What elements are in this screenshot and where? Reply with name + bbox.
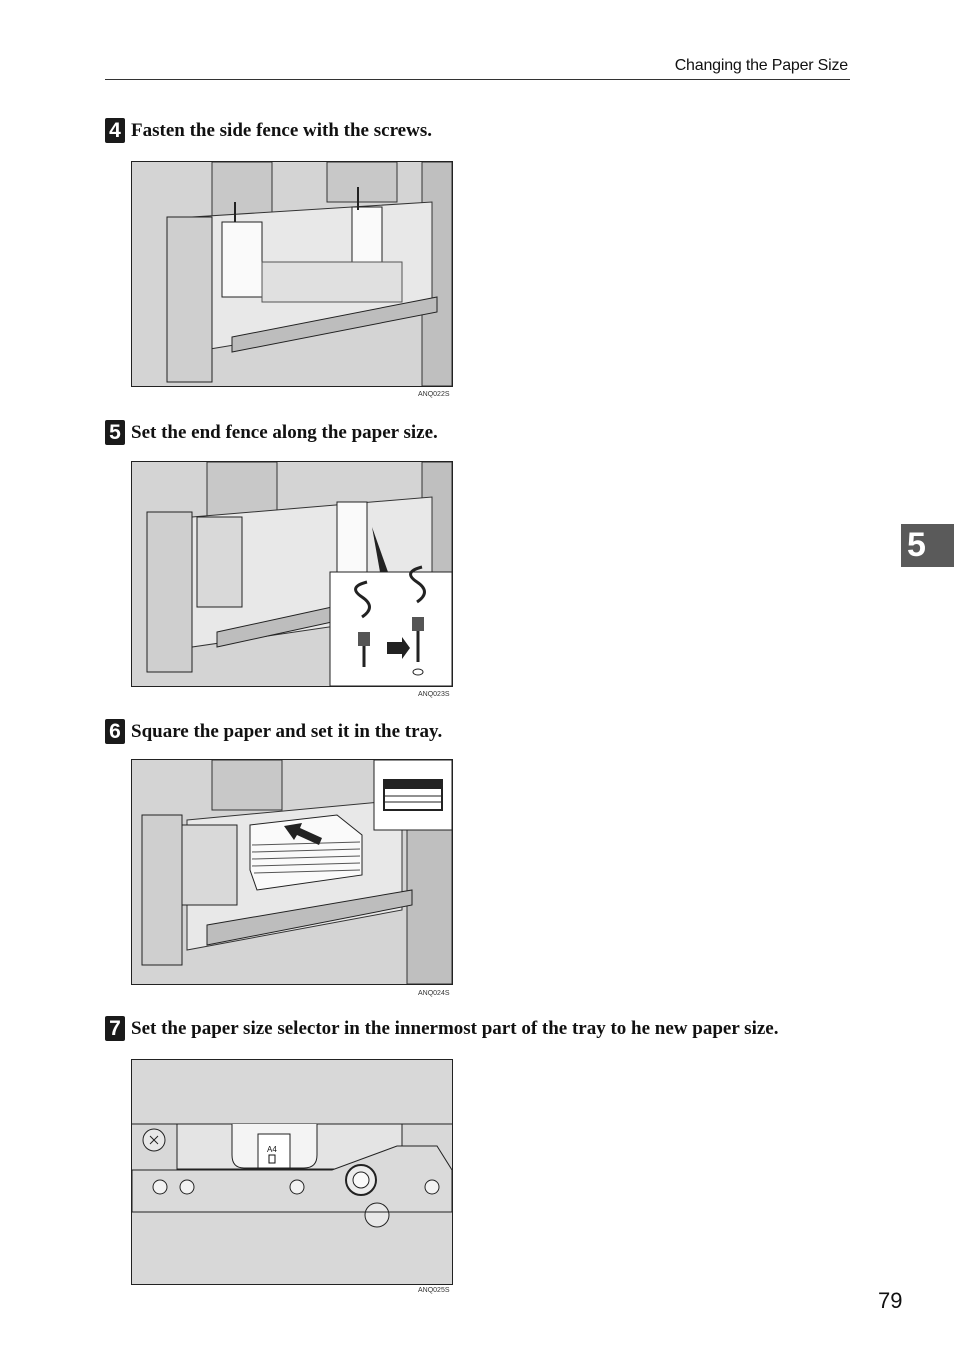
step-number: 6	[105, 719, 125, 744]
page-number: 79	[878, 1288, 903, 1313]
figure-code: ANQ023S	[418, 691, 450, 698]
chapter-tab: 5	[901, 524, 954, 567]
step-5: 5 Set the end fence along the paper size…	[105, 420, 438, 445]
step-instruction: Set the paper size selector in the inner…	[131, 1017, 779, 1039]
step-number: 7	[105, 1016, 125, 1041]
step-number: 4	[105, 118, 125, 143]
figure-code: ANQ025S	[418, 1287, 450, 1294]
step-6: 6 Square the paper and set it in the tra…	[105, 719, 442, 744]
figure-set-end-fence	[131, 461, 453, 687]
figure-code: ANQ024S	[418, 990, 450, 997]
running-header: Changing the Paper Size	[674, 57, 849, 74]
step-instruction: Square the paper and set it in the tray.	[131, 720, 443, 742]
figure-code: ANQ022S	[418, 391, 450, 398]
step-4: 4 Fasten the side fence with the screws.	[105, 118, 432, 143]
header-rule	[105, 79, 850, 80]
step-instruction: Set the end fence along the paper size.	[131, 421, 438, 443]
step-instruction: Fasten the side fence with the screws.	[131, 119, 432, 141]
figure-set-paper-in-tray	[131, 759, 453, 985]
figure-paper-size-selector: A4	[131, 1059, 453, 1285]
step-number: 5	[105, 420, 125, 445]
step-7: 7 Set the paper size selector in the inn…	[105, 1016, 778, 1041]
size-selector-label: A4	[267, 1145, 277, 1154]
figure-fasten-side-fence	[131, 161, 453, 387]
